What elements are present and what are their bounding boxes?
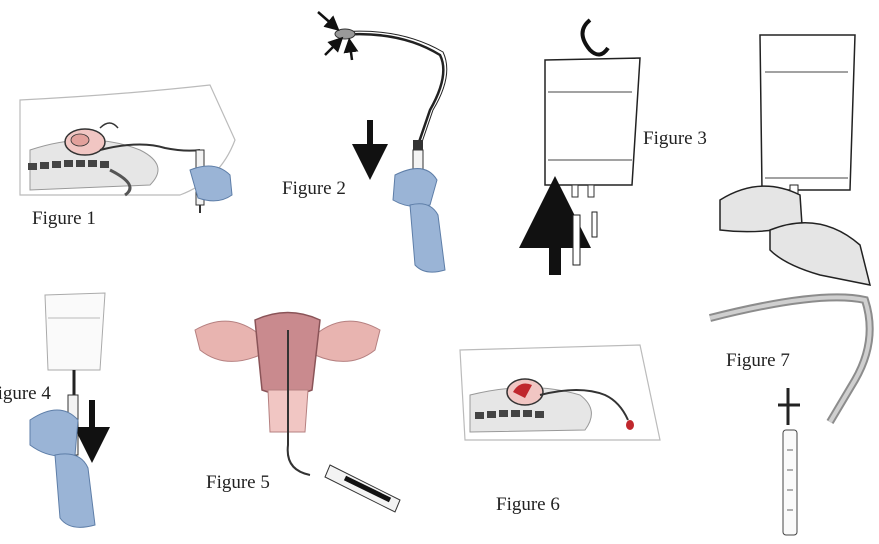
figure-2-upper-glove	[393, 169, 437, 207]
figure-7-illustration	[710, 297, 870, 535]
figure-1-caption: Figure 1	[32, 208, 96, 230]
figure-7-caption: Figure 7	[726, 350, 790, 372]
figure-4-caption: Figure 4	[0, 383, 51, 405]
figure-6-illustration	[460, 345, 660, 440]
figure-3-caption: Figure 3	[643, 128, 707, 150]
figure-2-caption: Figure 2	[282, 178, 346, 200]
figure-5-syringe	[325, 465, 400, 512]
figure-3b-right-hand	[770, 223, 870, 285]
figure-4-lower-glove	[55, 454, 95, 527]
figure-3-illustration	[545, 20, 640, 275]
figure-6-blood-drop	[626, 420, 634, 430]
figure-2-lower-glove	[410, 204, 445, 272]
figure-4-illustration	[30, 293, 105, 527]
figure-2-illustration	[318, 12, 447, 272]
figure-5-caption: Figure 5	[206, 472, 270, 494]
figure-3b-illustration	[720, 35, 870, 285]
figure-6-caption: Figure 6	[496, 494, 560, 516]
figure-4-upper-glove	[30, 410, 78, 456]
figure-1-illustration	[20, 85, 235, 213]
